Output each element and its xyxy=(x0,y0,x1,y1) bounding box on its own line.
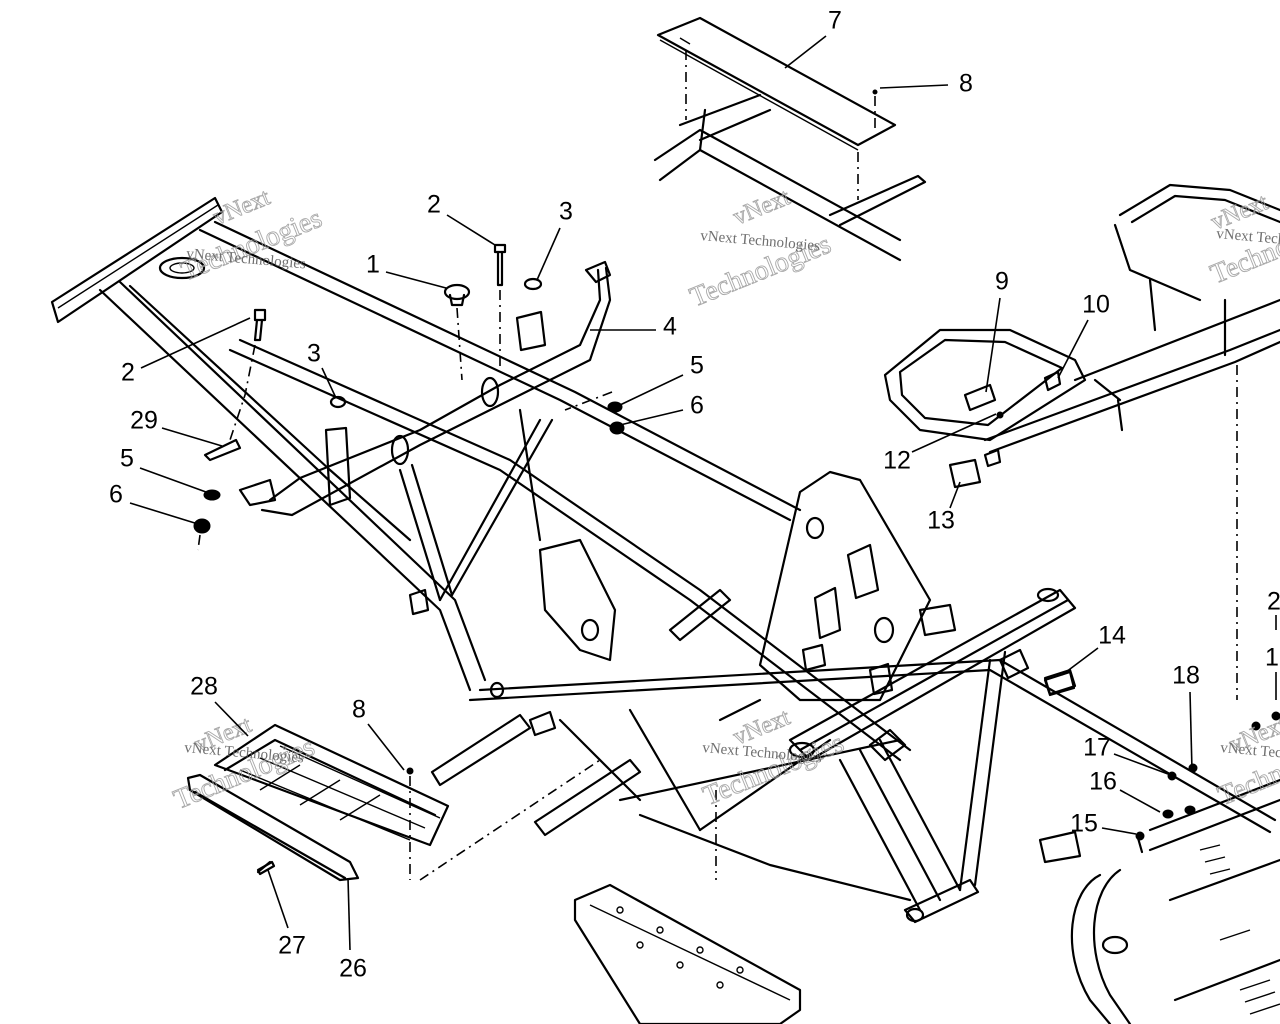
fasteners xyxy=(193,243,1280,876)
skid-plate xyxy=(573,790,802,1024)
leader-line-c26 xyxy=(347,877,351,951)
leader-line-c15 xyxy=(1101,827,1137,835)
leader-line-c5b xyxy=(139,467,207,493)
leader-line-c6b xyxy=(129,502,199,525)
callout-label-c1b: 1 xyxy=(1265,644,1279,672)
callout-label-c10: 10 xyxy=(1082,291,1110,319)
callout-label-c26: 26 xyxy=(339,955,367,983)
callout-label-c16: 16 xyxy=(1089,768,1117,796)
leader-line-c6a xyxy=(619,409,684,426)
watermarks: vNext Technologies vNext Technologies vN… xyxy=(169,184,1280,816)
leader-line-c13 xyxy=(949,481,961,509)
callout-label-c2a: 2 xyxy=(427,191,441,219)
watermark-brand: vNext xyxy=(730,184,794,230)
watermark-company: vNext Technologies xyxy=(700,228,821,254)
callout-label-c14: 14 xyxy=(1098,622,1126,650)
callout-label-c2c: 2 xyxy=(1267,588,1280,616)
leader-line-c2b xyxy=(140,317,251,369)
leader-line-c3b xyxy=(321,367,337,399)
bracket-plate-part-7 xyxy=(653,16,927,262)
leader-line-c1 xyxy=(385,271,447,289)
leader-line-c16 xyxy=(1119,789,1161,813)
leader-line-c17 xyxy=(1113,753,1169,775)
callout-label-c9: 9 xyxy=(995,268,1009,296)
callout-label-c17: 17 xyxy=(1083,734,1111,762)
leader-line-c27 xyxy=(267,869,289,929)
callout-label-c8a: 8 xyxy=(959,70,973,98)
leader-line-c9 xyxy=(985,297,1001,393)
callout-label-c6a: 6 xyxy=(690,392,704,420)
callout-label-c3a: 3 xyxy=(559,198,573,226)
callout-label-c1: 1 xyxy=(366,251,380,279)
leader-line-c8b xyxy=(367,723,405,771)
rear-rack xyxy=(883,183,1280,700)
leader-line-c2a xyxy=(446,214,496,246)
callout-label-c15: 15 xyxy=(1070,810,1098,838)
footrest-parts-26-28 xyxy=(186,723,601,882)
callout-label-c3b: 3 xyxy=(307,340,321,368)
leader-line-c18 xyxy=(1189,691,1193,771)
main-frame xyxy=(50,196,1277,924)
callout-label-c5b: 5 xyxy=(120,445,134,473)
watermark-word: Technologies xyxy=(699,727,849,812)
callout-label-c6b: 6 xyxy=(109,481,123,509)
leader-line-c14 xyxy=(1061,647,1099,676)
callout-label-c27: 27 xyxy=(278,932,306,960)
callout-label-c7: 7 xyxy=(828,7,842,35)
callout-label-c5a: 5 xyxy=(690,352,704,380)
leader-line-c5a xyxy=(619,374,684,406)
leader-line-c10 xyxy=(1057,319,1089,379)
callout-label-c12: 12 xyxy=(883,447,911,475)
leader-line-c12 xyxy=(911,413,997,453)
leader-line-c28 xyxy=(214,701,249,737)
leader-line-c3a xyxy=(536,227,561,281)
callout-label-c18: 18 xyxy=(1172,662,1200,690)
callout-label-c4: 4 xyxy=(663,313,677,341)
leader-line-c29 xyxy=(161,427,223,447)
callout-label-c8b: 8 xyxy=(352,696,366,724)
leader-line-c7 xyxy=(784,35,827,69)
callout-label-c29: 29 xyxy=(130,407,158,435)
callout-label-c2b: 2 xyxy=(121,359,135,387)
callout-label-c13: 13 xyxy=(927,507,955,535)
leader-line-c8a xyxy=(879,84,949,89)
callout-label-c28: 28 xyxy=(190,673,218,701)
rear-bumper xyxy=(1070,778,1280,1024)
